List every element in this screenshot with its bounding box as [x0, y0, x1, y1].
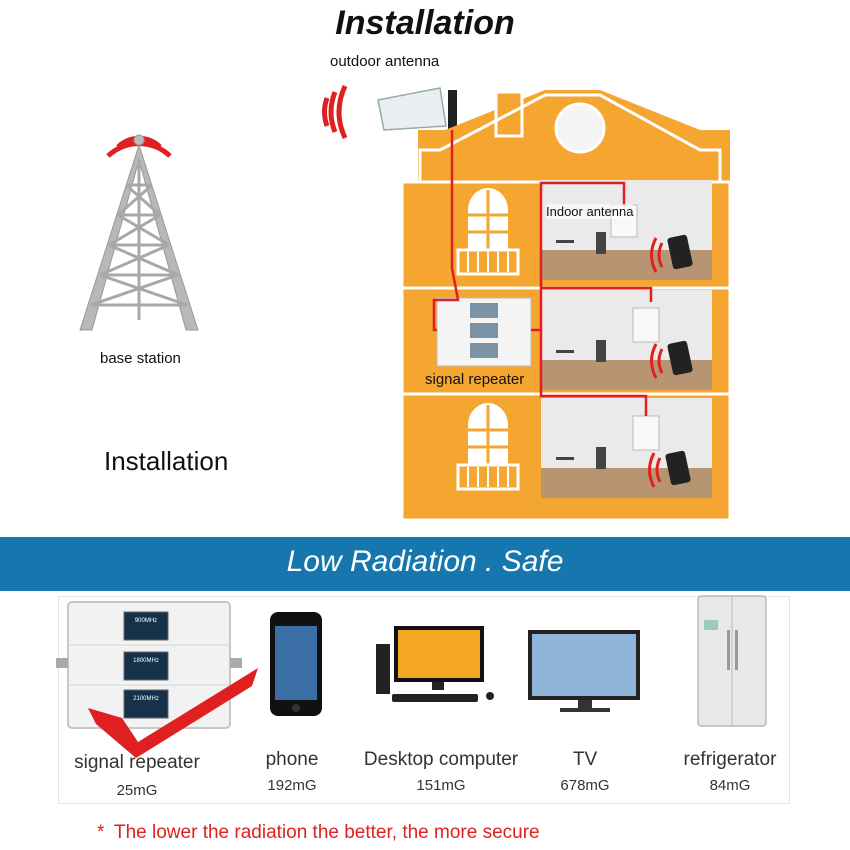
band-900: 900MHz — [135, 618, 157, 624]
room-phone-icon — [665, 234, 693, 486]
installation-illustration — [79, 84, 732, 522]
indoor-antenna-label: Indoor antenna — [546, 204, 634, 219]
device-value-refrigerator: 84mG — [709, 777, 751, 794]
banner — [0, 537, 850, 591]
device-name-tv: TV — [572, 749, 598, 770]
banner-text: Low Radiation . Safe — [286, 545, 564, 578]
cable — [432, 130, 653, 416]
installation-label: Installation — [104, 446, 229, 476]
device-name-desktop: Desktop computer — [363, 749, 519, 770]
signal-repeater-house-label: signal repeater — [425, 371, 525, 388]
base-station-tower-icon — [79, 134, 199, 331]
band-2100: 2100MHz — [133, 696, 159, 702]
device-value-tv: 678mG — [560, 777, 610, 794]
devices-illustration: 900MHz 1800MHz 2100MHz — [56, 595, 767, 758]
house-icon — [400, 90, 732, 522]
refrigerator-device-icon — [697, 595, 767, 727]
device-value-phone: 192mG — [267, 777, 317, 794]
device-name-phone: phone — [265, 749, 319, 770]
outdoor-antenna-icon — [377, 87, 447, 131]
checkmark-icon — [88, 668, 258, 758]
base-station-label: base station — [100, 350, 181, 367]
repeater-device-icon — [56, 601, 242, 729]
room-middle — [541, 290, 712, 390]
tv-device-icon — [528, 630, 640, 712]
device-name-repeater: signal repeater — [74, 752, 200, 773]
phone-device-icon — [270, 612, 322, 716]
device-value-repeater: 25mG — [116, 782, 158, 799]
house-repeater-icon — [436, 297, 532, 367]
outdoor-signal-icon — [322, 84, 348, 140]
note-star-icon: * — [97, 822, 105, 843]
band-1800: 1800MHz — [133, 658, 159, 664]
device-name-refrigerator: refrigerator — [683, 749, 777, 770]
outdoor-antenna-label: outdoor antenna — [330, 53, 440, 70]
room-bottom — [541, 398, 712, 498]
desktop-computer-icon — [376, 626, 494, 702]
page-title: Installation — [335, 4, 515, 42]
radiation-note: The lower the radiation the better, the … — [114, 822, 540, 843]
device-value-desktop: 151mG — [416, 777, 466, 794]
